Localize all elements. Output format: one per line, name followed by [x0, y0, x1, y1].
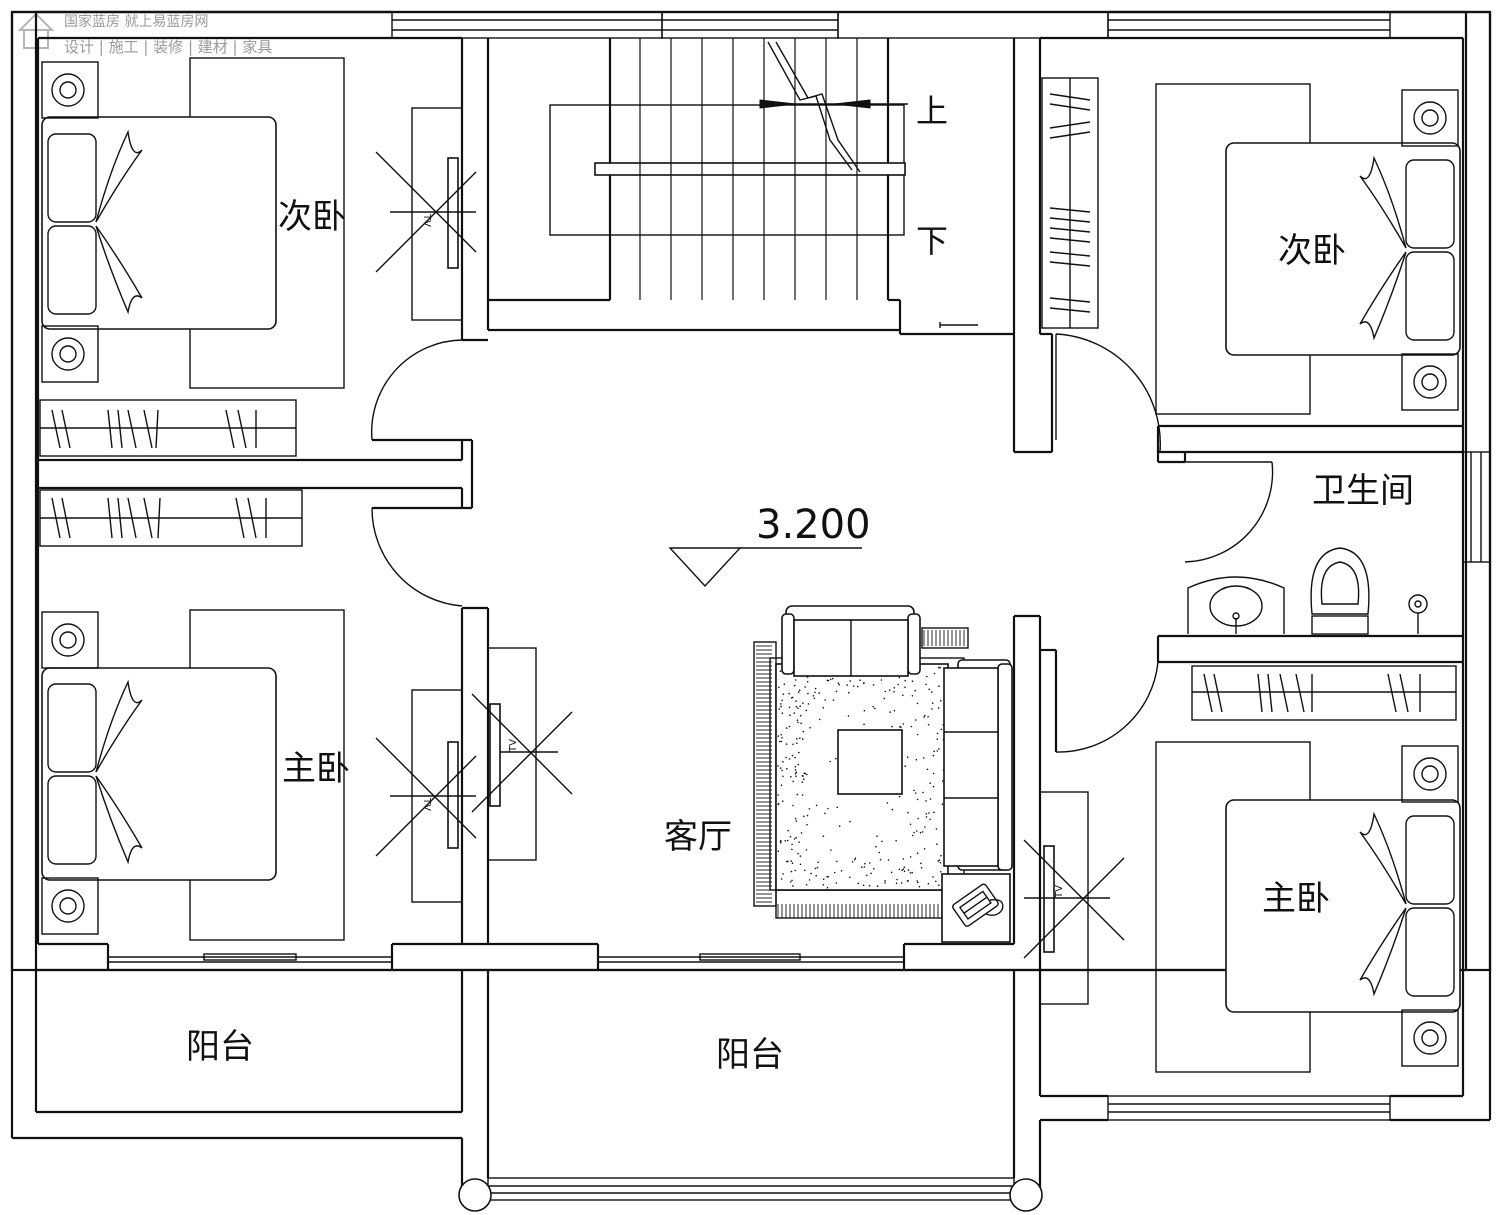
level-value: 3.200: [756, 502, 871, 548]
right-south-walls: [1040, 1094, 1490, 1122]
room-label-bedroom-bottom-left: 主卧: [282, 749, 350, 789]
svg-text:TV: TV: [421, 213, 432, 227]
pillows-top-right: [1359, 155, 1455, 341]
balcony-center-walls: [458, 970, 1043, 1212]
pillows-top-left: [47, 129, 143, 315]
pillows-bottom-left: [47, 679, 143, 865]
pillows-bottom-right: [1359, 811, 1455, 997]
watermark-line1: 国家蓝房 就上易蓝房网: [64, 13, 208, 30]
doors: [370, 333, 1274, 753]
svg-text:TV: TV: [421, 797, 432, 811]
rug-speckle: [777, 665, 946, 889]
room-label-bedroom-top-right: 次卧: [1278, 231, 1346, 271]
bedroom-bottom-right: TV 主卧: [1023, 665, 1461, 1073]
room-label-balcony-left: 阳台: [186, 1027, 254, 1067]
room-label-bedroom-bottom-right: 主卧: [1262, 879, 1330, 919]
bathroom: 卫生间: [1187, 471, 1428, 635]
interior-walls-right: [1012, 38, 1463, 1096]
bedroom-top-right: 次卧: [1155, 83, 1461, 415]
bedroom-top-left: TV 次卧: [39, 57, 477, 457]
room-label-living-room: 客厅: [664, 817, 732, 857]
bedroom-bottom-left: TV 主卧: [39, 489, 477, 941]
south-walls: [38, 942, 1014, 970]
watermark-line2: 设计 | 施工 | 装修 | 建材 | 家具: [64, 38, 272, 56]
wardrobe-hangers-top-left: [51, 409, 257, 449]
stair-down-label: 下: [916, 222, 948, 260]
top-windows: [391, 11, 1391, 39]
svg-text:TV: TV: [1054, 885, 1065, 899]
living-room-furniture: [753, 605, 1013, 943]
living-tv-wall: TV: [471, 647, 573, 861]
stair-treads: [639, 38, 858, 300]
balcony-left-walls: [10, 970, 490, 1195]
bathroom-window: [1462, 451, 1491, 563]
wardrobe-hangers-right-top: [1049, 93, 1091, 313]
level-marker: 3.200: [668, 502, 871, 588]
room-label-balcony-center: 阳台: [716, 1035, 784, 1075]
stair-up-label: 上: [916, 92, 948, 130]
wardrobe-right-top: [1041, 77, 1099, 329]
watermark: 国家蓝房 就上易蓝房网 设计 | 施工 | 装修 | 建材 | 家具: [17, 12, 272, 56]
room-label-bedroom-top-left: 次卧: [278, 197, 346, 237]
staircase: 上 下: [488, 38, 1014, 336]
svg-text:TV: TV: [508, 739, 519, 753]
room-label-bathroom: 卫生间: [1312, 471, 1414, 511]
wardrobe-hangers-bottom-left: [51, 497, 267, 539]
wardrobe-hangers-bottom-right: [1203, 673, 1421, 713]
